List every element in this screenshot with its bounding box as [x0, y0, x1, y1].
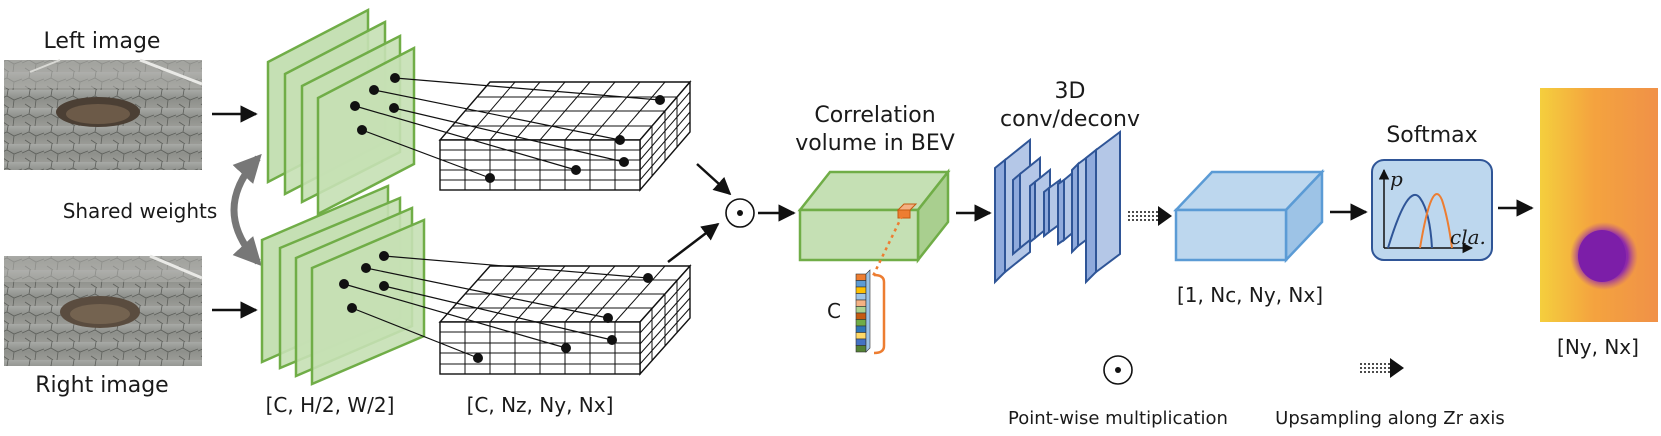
left-sample-points	[350, 73, 665, 183]
channel-cell	[855, 319, 867, 327]
left-image-label: Left image	[44, 29, 161, 54]
feature-dims-label: [C, H/2, W/2]	[266, 393, 395, 417]
channel-cell	[855, 273, 867, 281]
correlation-label-line1: Correlation	[814, 103, 935, 128]
channel-cell	[855, 312, 867, 320]
conv-label-line2: conv/deconv	[1000, 107, 1140, 132]
probability-volume	[1173, 168, 1325, 264]
channel-cell	[855, 280, 867, 288]
output-heatmap	[1540, 88, 1658, 322]
right-image-label: Right image	[35, 373, 168, 398]
right-projection-lines	[343, 255, 649, 359]
correlation-label-line2: volume in BEV	[795, 131, 955, 156]
channel-cell	[855, 338, 867, 346]
softmax-orange-curve	[1419, 193, 1453, 249]
arrow-bottom-to-multiply	[667, 222, 720, 263]
softmax-label: Softmax	[1386, 123, 1477, 148]
channel-cell	[855, 293, 867, 301]
output-dims-label: [Ny, Nx]	[1557, 335, 1639, 359]
correlation-volume	[797, 168, 951, 264]
channel-cell	[855, 286, 867, 294]
prob-dims-label: [1, Nc, Ny, Nx]	[1177, 283, 1323, 307]
cost-dims-label: [C, Nz, Ny, Nx]	[467, 393, 614, 417]
legend-circled-dot-icon	[1103, 355, 1133, 385]
conv-label-line1: 3D	[1055, 79, 1086, 104]
channel-cell	[855, 345, 867, 353]
conv-deconv-blocks	[994, 130, 1121, 285]
shared-weights-label: Shared weights	[63, 199, 218, 223]
channel-bracket	[873, 273, 886, 355]
channel-vector-side	[865, 269, 871, 353]
left-road-image	[4, 58, 203, 170]
softmax-blue-curve	[1387, 193, 1433, 249]
circled-dot-icon	[725, 198, 755, 228]
legend-pointwise-label: Point-wise multiplication	[1008, 408, 1228, 429]
legend-dotted-arrow-icon	[1360, 358, 1404, 378]
channel-label: C	[827, 299, 841, 323]
softmax-p-label: p	[1390, 167, 1403, 191]
right-sample-points	[339, 251, 653, 363]
softmax-box	[1371, 159, 1493, 261]
legend-upsampling-label: Upsampling along Zr axis	[1275, 408, 1505, 429]
dotted-arrow-icon	[1128, 206, 1172, 226]
curved-double-arrow-icon	[230, 153, 262, 267]
correlation-cell	[896, 203, 918, 219]
arrow-top-to-multiply	[696, 163, 732, 196]
right-feature-maps	[260, 184, 426, 386]
right-road-image	[4, 254, 203, 366]
left-feature-maps	[266, 7, 416, 217]
channel-vector	[855, 269, 871, 353]
channel-cell	[855, 306, 867, 314]
right-cost-volume-grid	[440, 265, 691, 374]
channel-cell	[855, 299, 867, 307]
left-cost-volume-grid	[440, 81, 691, 190]
softmax-cla-label: cla.	[1450, 225, 1486, 249]
left-projection-lines	[354, 77, 661, 179]
channel-cell	[855, 325, 867, 333]
channel-cell	[855, 332, 867, 340]
